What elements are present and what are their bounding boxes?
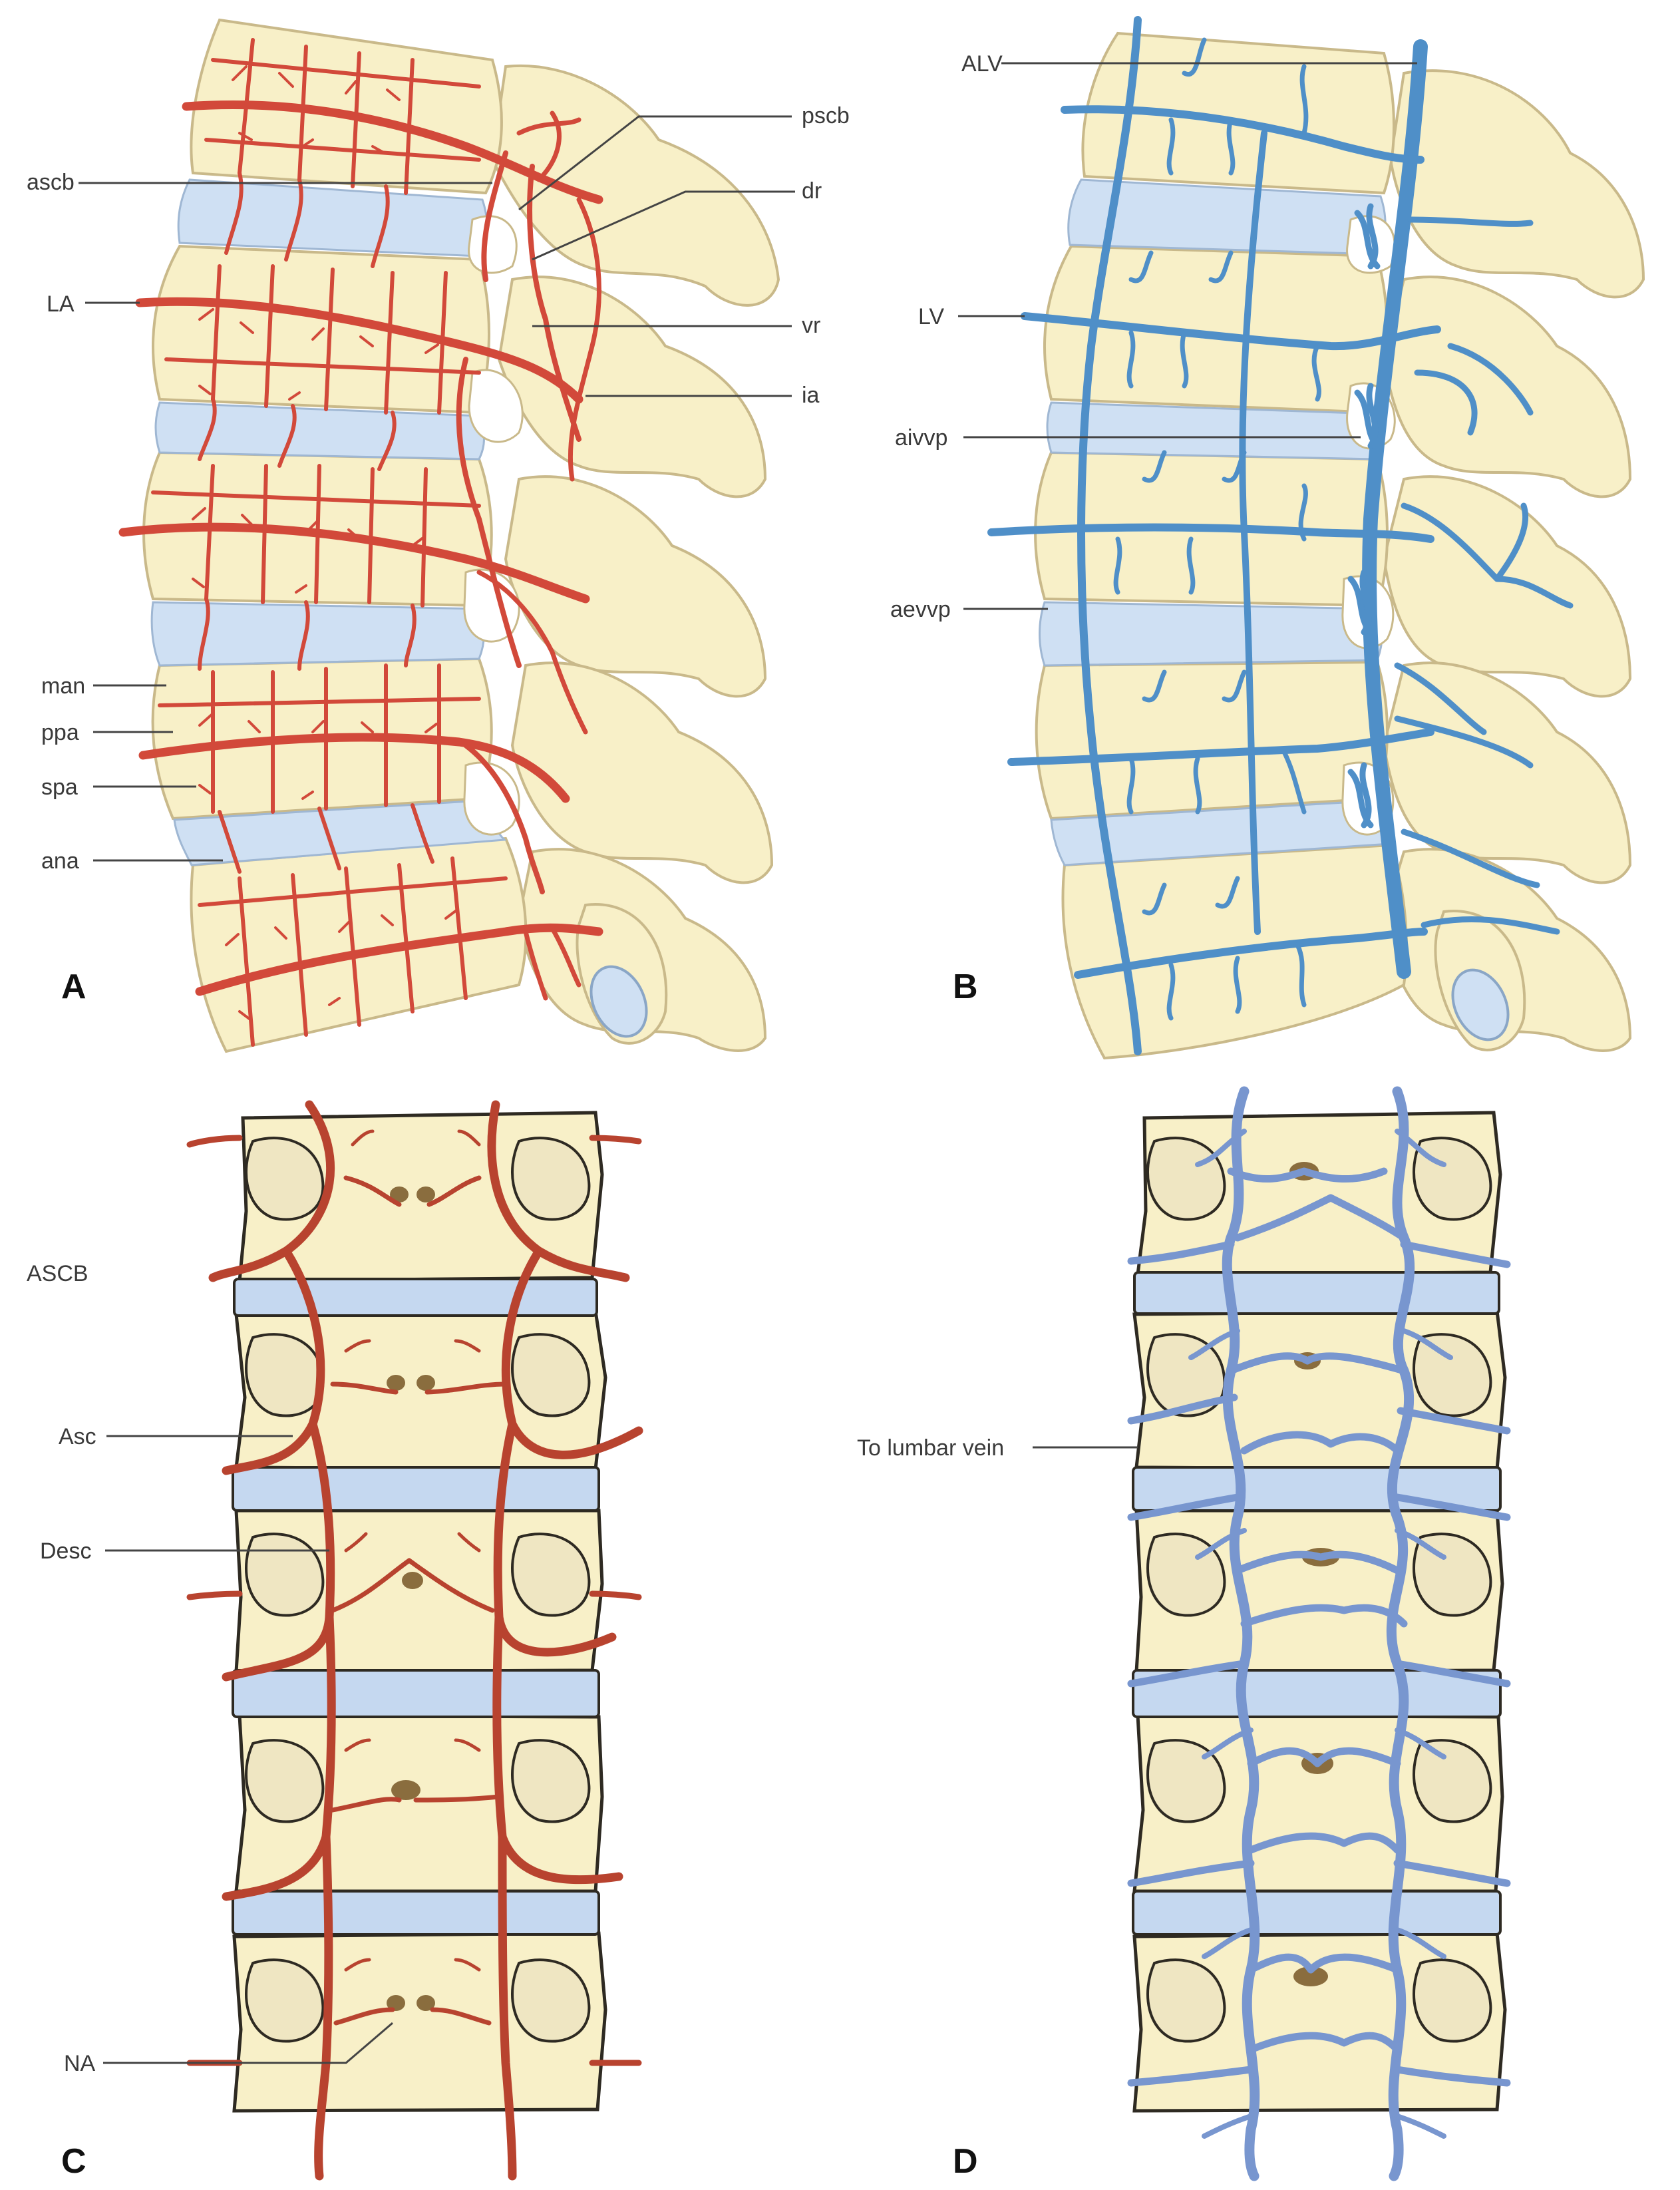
label-ana: ana — [41, 848, 79, 874]
label-ppa: ppa — [41, 720, 79, 745]
label-alv: ALV — [961, 51, 1003, 77]
label-ascb-c: ASCB — [27, 1261, 88, 1286]
panel-a: pscb ascb dr LA vr ia man ppa spa ana A — [27, 18, 850, 1053]
panel-b: ALV LV aivvp aevvp B — [890, 16, 1645, 1060]
label-na: NA — [64, 2051, 96, 2076]
panel-b-leaders — [958, 62, 1417, 610]
label-man: man — [41, 673, 85, 699]
label-ascb: ascb — [27, 170, 75, 195]
panel-letter-b: B — [953, 968, 978, 1006]
label-la: LA — [47, 291, 75, 317]
label-spa: spa — [41, 775, 78, 800]
panel-a-leaders — [79, 115, 795, 862]
panel-letter-d: D — [953, 2142, 978, 2181]
label-pscb: pscb — [802, 103, 850, 128]
label-to-lumbar-vein: To lumbar vein — [857, 1435, 1004, 1461]
label-lv: LV — [918, 304, 944, 329]
panel-c-leaders — [103, 1435, 393, 2064]
label-desc: Desc — [40, 1539, 91, 1564]
label-aevvp: aevvp — [890, 597, 951, 622]
panel-d-veins — [1127, 1086, 1511, 2181]
panel-a-foramina — [463, 215, 524, 836]
panel-d: To lumbar vein D — [857, 1086, 1511, 2181]
panel-b-discs — [1039, 178, 1392, 866]
panel-d-pedicles — [1146, 1137, 1492, 2043]
label-dr: dr — [802, 178, 822, 204]
panel-letter-a: A — [61, 968, 86, 1006]
label-vr: vr — [802, 313, 820, 338]
panel-letter-c: C — [61, 2142, 86, 2181]
label-aivvp: aivvp — [895, 425, 947, 451]
label-asc: Asc — [59, 1424, 96, 1449]
panel-c-nutrient-foramina — [387, 1186, 435, 2011]
panel-a-arteries — [118, 38, 603, 1047]
panel-c-pedicles — [245, 1137, 591, 2043]
panel-c: ASCB Asc Desc NA C — [27, 1100, 643, 2181]
panel-b-veins — [987, 16, 1574, 1055]
label-ia: ia — [802, 383, 820, 408]
